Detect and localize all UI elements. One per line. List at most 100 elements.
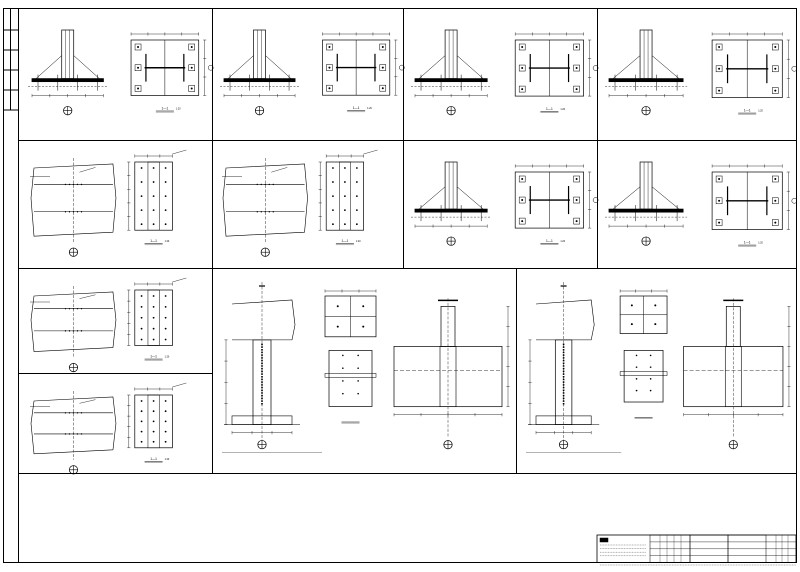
plate bbox=[599, 537, 609, 543]
line bbox=[79, 399, 96, 404]
bolt-hole bbox=[72, 307, 75, 310]
bolt-hole bbox=[521, 67, 524, 70]
plate bbox=[623, 350, 664, 403]
bolt-hole bbox=[260, 183, 262, 186]
bolt-hole bbox=[332, 195, 334, 198]
bolt-hole bbox=[164, 181, 167, 183]
bolt-hole bbox=[355, 223, 358, 226]
label: 1:20 bbox=[165, 458, 170, 461]
plate bbox=[379, 43, 387, 51]
bolt-hole bbox=[68, 412, 71, 414]
plate bbox=[147, 161, 160, 231]
plate bbox=[414, 208, 488, 213]
bolt-hole bbox=[152, 316, 155, 319]
plate bbox=[188, 85, 195, 92]
bolt-hole bbox=[256, 211, 258, 213]
plate bbox=[573, 175, 580, 183]
plate bbox=[573, 217, 580, 225]
line bbox=[172, 382, 187, 388]
grid-bubble bbox=[791, 198, 798, 204]
bolt-hole bbox=[328, 46, 331, 48]
sheet-frame bbox=[3, 8, 797, 563]
bolt-hole bbox=[575, 178, 578, 180]
bolt-hole bbox=[152, 430, 155, 433]
label: 1—1 bbox=[744, 241, 751, 245]
label: 1—1 bbox=[546, 239, 553, 243]
bolt-hole bbox=[152, 338, 155, 341]
bolt-hole bbox=[68, 330, 71, 332]
bolt-hole bbox=[137, 66, 140, 69]
bolt-hole bbox=[140, 305, 143, 308]
line bbox=[265, 55, 292, 79]
line bbox=[35, 55, 62, 79]
plate bbox=[444, 29, 458, 79]
bolt-hole bbox=[357, 380, 359, 382]
plate bbox=[639, 29, 653, 79]
bolt-hole bbox=[774, 178, 777, 180]
bolt-hole bbox=[268, 211, 270, 213]
plate bbox=[619, 371, 668, 376]
bolt-hole bbox=[68, 211, 71, 213]
plate bbox=[188, 64, 195, 71]
bolt-hole bbox=[344, 167, 346, 169]
bolt-hole bbox=[190, 87, 193, 90]
bolt-hole bbox=[774, 46, 777, 48]
plate bbox=[326, 84, 333, 92]
bolt-hole bbox=[140, 316, 143, 319]
bolt-hole bbox=[355, 167, 358, 169]
bolt-hole bbox=[355, 209, 358, 212]
plate bbox=[414, 78, 488, 83]
plate bbox=[772, 43, 779, 51]
plate bbox=[188, 43, 195, 51]
label: 1—1 bbox=[353, 106, 360, 110]
bolt-hole bbox=[152, 305, 155, 308]
label: 1:20 bbox=[560, 240, 565, 243]
plate bbox=[134, 64, 142, 71]
bolt-hole bbox=[649, 354, 652, 357]
bolt-hole bbox=[152, 167, 155, 169]
label: 1:20 bbox=[165, 240, 170, 243]
bolt-hole bbox=[272, 211, 274, 213]
bolt-hole bbox=[80, 211, 83, 213]
bolt-hole bbox=[190, 66, 193, 69]
plate bbox=[147, 289, 160, 346]
bolt-hole bbox=[774, 199, 777, 202]
bolt-hole bbox=[152, 410, 155, 413]
bolt-hole bbox=[164, 440, 167, 443]
bolt-hole bbox=[774, 221, 777, 224]
column-outline bbox=[231, 299, 296, 341]
bolt-hole bbox=[342, 367, 344, 369]
bolt-hole bbox=[256, 183, 258, 186]
grid-bubble bbox=[399, 64, 405, 71]
bolt-hole bbox=[140, 223, 143, 226]
plate bbox=[518, 64, 526, 72]
bolt-hole bbox=[718, 46, 721, 48]
plate bbox=[772, 219, 779, 226]
bolt-hole bbox=[336, 325, 339, 328]
plate bbox=[715, 219, 723, 226]
bolt-hole bbox=[137, 87, 140, 90]
line bbox=[172, 277, 187, 283]
plate bbox=[326, 64, 333, 71]
bolt-hole bbox=[521, 199, 524, 202]
bolt-hole bbox=[152, 440, 155, 443]
bolt-hole bbox=[718, 221, 721, 224]
plate bbox=[439, 346, 457, 407]
plate bbox=[324, 373, 377, 378]
bolt-hole bbox=[635, 366, 638, 368]
line bbox=[612, 186, 641, 210]
bolt-hole bbox=[264, 211, 266, 213]
bolt-hole bbox=[635, 354, 638, 357]
bolt-hole bbox=[344, 181, 346, 183]
line bbox=[612, 55, 641, 79]
bolt-hole bbox=[140, 400, 143, 402]
line bbox=[79, 294, 96, 299]
bolt-hole bbox=[649, 366, 652, 368]
bolt-hole bbox=[72, 433, 75, 435]
bolt-hole bbox=[152, 209, 155, 212]
bolt-hole bbox=[328, 66, 331, 69]
